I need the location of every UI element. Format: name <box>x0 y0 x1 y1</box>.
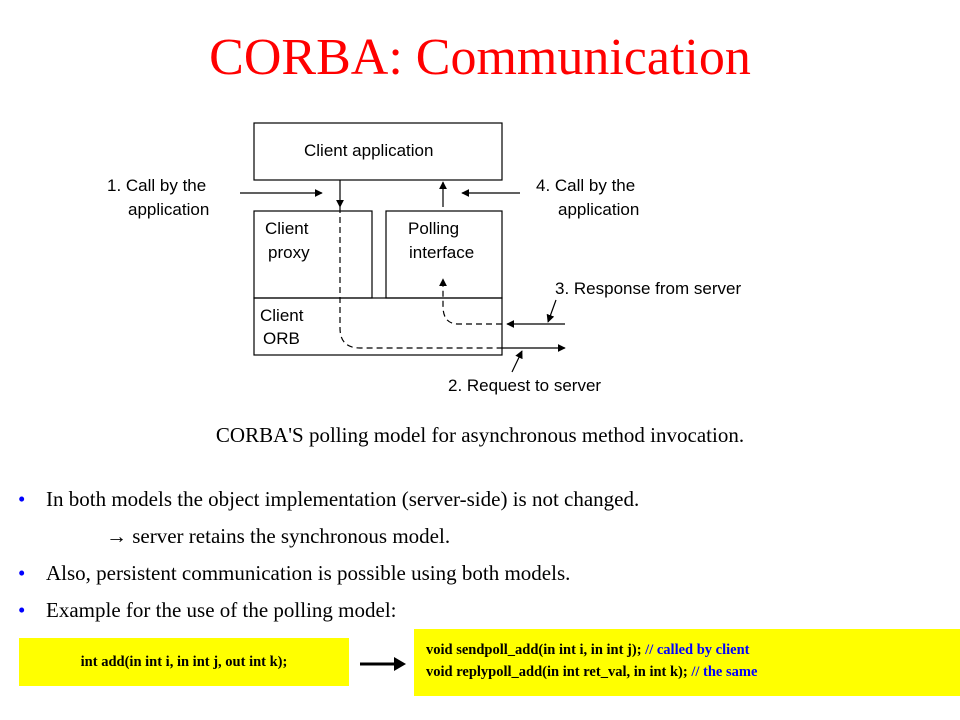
response-dashed-path <box>439 278 502 325</box>
figure-caption: CORBA'S polling model for asynchronous m… <box>215 423 745 447</box>
sendpoll-text: void sendpoll_add(in int i, in int j); <box>426 642 642 658</box>
client-orb-label-1: Client <box>260 306 304 325</box>
original-signature-text: int add(in int i, in int j, out int k); <box>80 654 288 670</box>
client-proxy-label-2: proxy <box>268 243 310 262</box>
replypoll-line: void replypoll_add(in int ret_val, in in… <box>426 661 960 683</box>
bullet-item: • Example for the use of the polling mod… <box>18 597 938 634</box>
replypoll-text: void replypoll_add(in int ret_val, in in… <box>426 664 688 680</box>
polling-interface-label-2: interface <box>409 243 474 262</box>
transform-arrow-icon <box>360 657 406 671</box>
polling-model-diagram: Client application Client proxy Polling … <box>107 122 741 395</box>
replypoll-comment: // the same <box>691 664 758 680</box>
request-dashed-path <box>339 207 502 349</box>
bullet-text: Example for the use of the polling model… <box>46 598 397 622</box>
client-orb-label-2: ORB <box>263 329 300 348</box>
original-signature-box: int add(in int i, in int j, out int k); <box>19 638 349 686</box>
call-by-app-1-label-1: 1. Call by the <box>107 176 206 195</box>
client-proxy-label-1: Client <box>265 219 309 238</box>
client-application-label: Client application <box>304 141 433 160</box>
client-application-box <box>253 122 503 181</box>
bullet-item: • Also, persistent communication is poss… <box>18 560 938 597</box>
bullet-dot: • <box>18 561 26 585</box>
page-title: CORBA: Communication <box>209 29 751 86</box>
bullet-list: • In both models the object implementati… <box>18 486 938 634</box>
request-diagonal-arrow <box>511 350 523 373</box>
polling-signatures-box: void sendpoll_add(in int i, in int j); /… <box>414 629 960 696</box>
bullet-text: Also, persistent communication is possib… <box>46 561 571 585</box>
sub-point: → server retains the synchronous model. <box>18 523 938 560</box>
call-by-app-4-label-1: 4. Call by the <box>536 176 635 195</box>
call-by-app-1-label-2: application <box>128 200 209 219</box>
response-diagonal-arrow <box>546 299 557 323</box>
bullet-text: In both models the object implementation… <box>46 487 640 511</box>
call-by-app-4-label-2: application <box>558 200 639 219</box>
response-from-server-label: 3. Response from server <box>555 279 741 298</box>
right-arrow-icon: → <box>106 524 133 548</box>
request-to-server-label: 2. Request to server <box>448 376 601 395</box>
sub-point-text: server retains the synchronous model. <box>132 524 451 548</box>
client-orb-box <box>253 297 503 356</box>
bullet-dot: • <box>18 598 26 622</box>
bullet-item: • In both models the object implementati… <box>18 486 938 523</box>
sendpoll-comment: // called by client <box>645 642 750 658</box>
polling-interface-label-1: Polling <box>408 219 459 238</box>
bullet-dot: • <box>18 487 26 511</box>
sendpoll-line: void sendpoll_add(in int i, in int j); /… <box>426 639 960 661</box>
